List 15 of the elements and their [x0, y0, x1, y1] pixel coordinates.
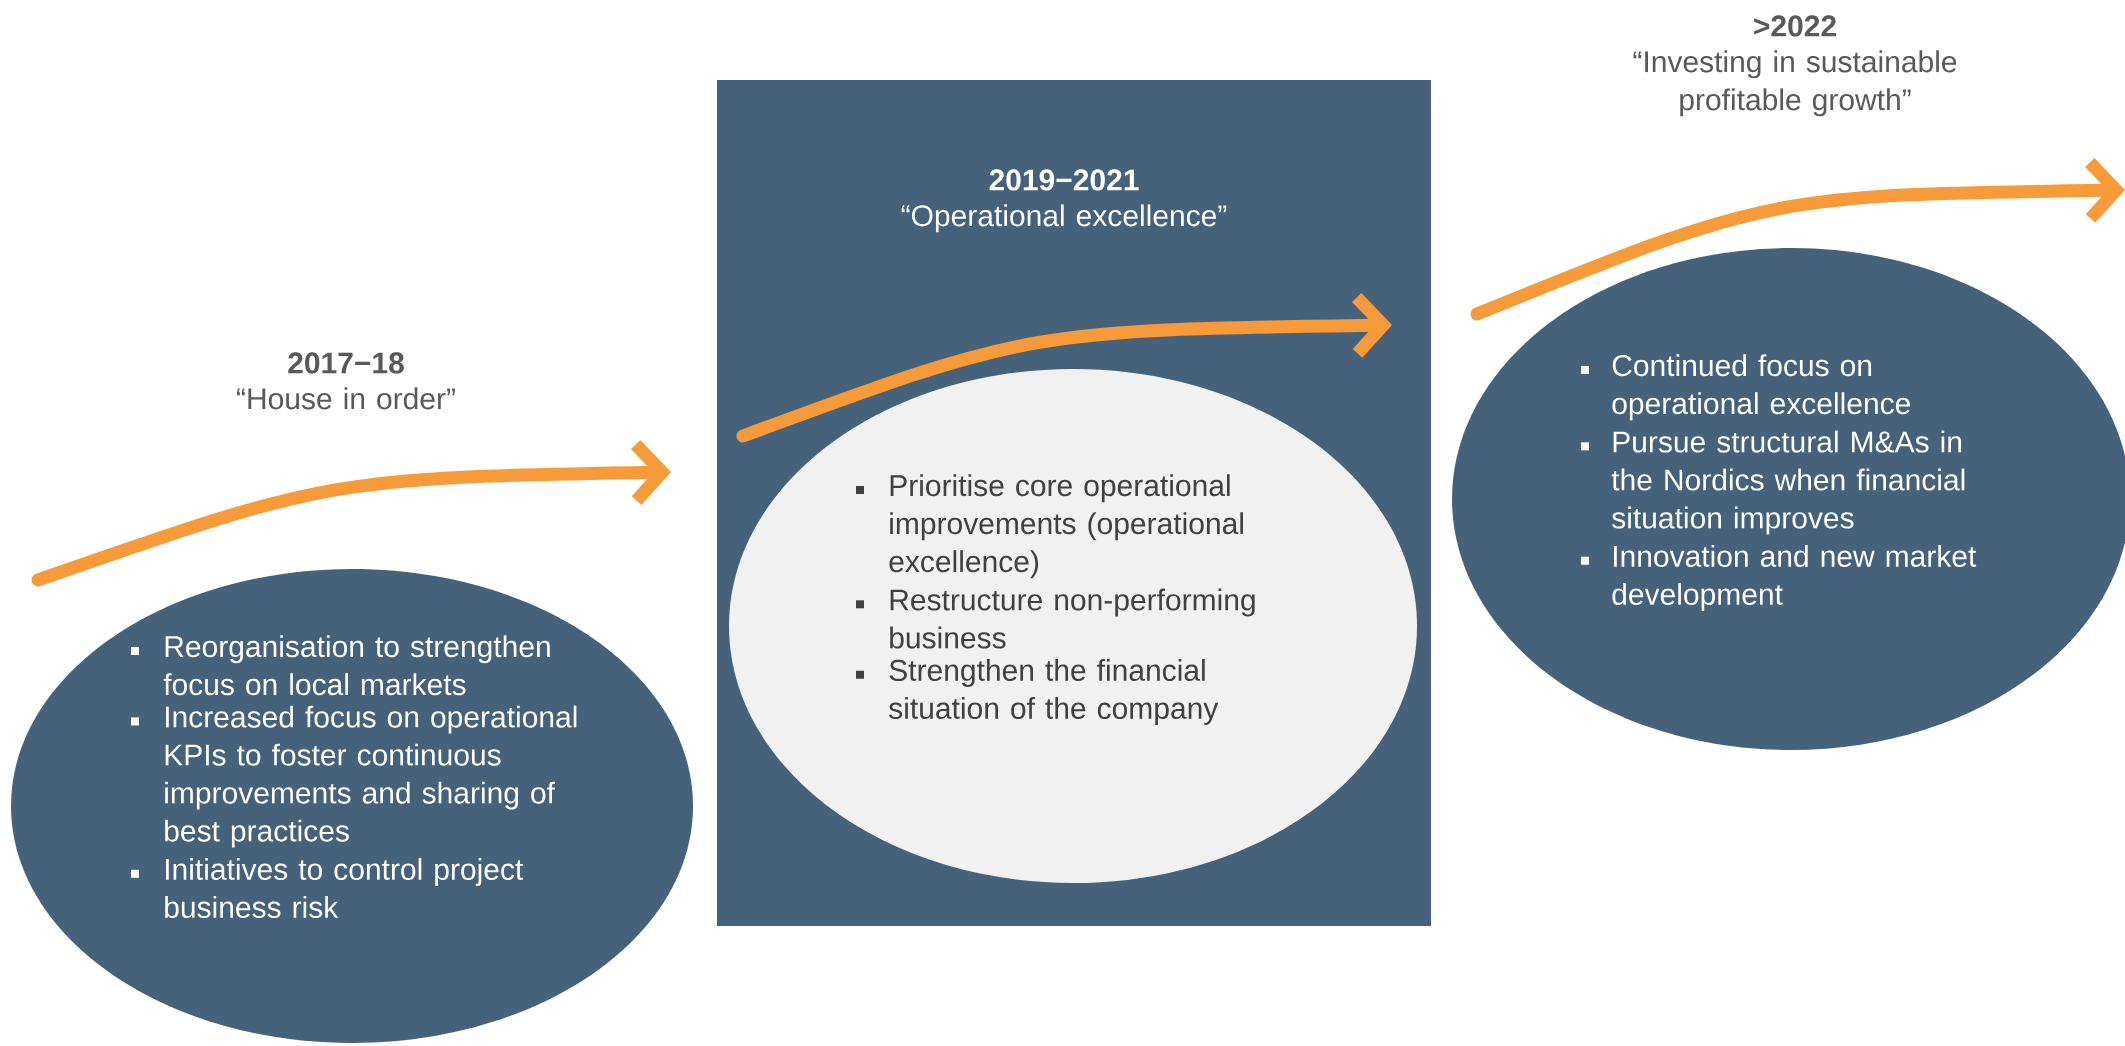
- phase-year: >2022: [1754, 15, 1836, 37]
- phase-motto: “House in order”: [237, 387, 455, 410]
- phase-year: 2019−2021: [989, 169, 1139, 191]
- phase-motto: “Investing in sustainable profitable growth”: [1633, 50, 1957, 117]
- phase-year: 2017−18: [288, 352, 404, 374]
- bullet-text: Increased focus on operational KPIs to foster continuous improvements and sharing of best practices: [165, 705, 577, 848]
- bullet-text: Restructure non-performing business: [890, 588, 1255, 649]
- phase-motto: “Operational excellence”: [901, 204, 1227, 233]
- bullet-text: Continued focus on operational excellence: [1612, 354, 1910, 421]
- bullet-text: Reorganisation to strengthen focus on local markets: [163, 635, 550, 696]
- bullet-text: Prioritise core operational improvements (operational excellence): [889, 474, 1243, 579]
- bullet-text: Strengthen the financial situation of the company: [889, 659, 1219, 725]
- bullet-text: Pursue structural M&As in the Nordics when financial situation improves: [1611, 430, 1965, 535]
- bullet-text: Innovation and new market development: [1612, 544, 1977, 611]
- bullet-text: Initiatives to control project business risk: [165, 858, 524, 919]
